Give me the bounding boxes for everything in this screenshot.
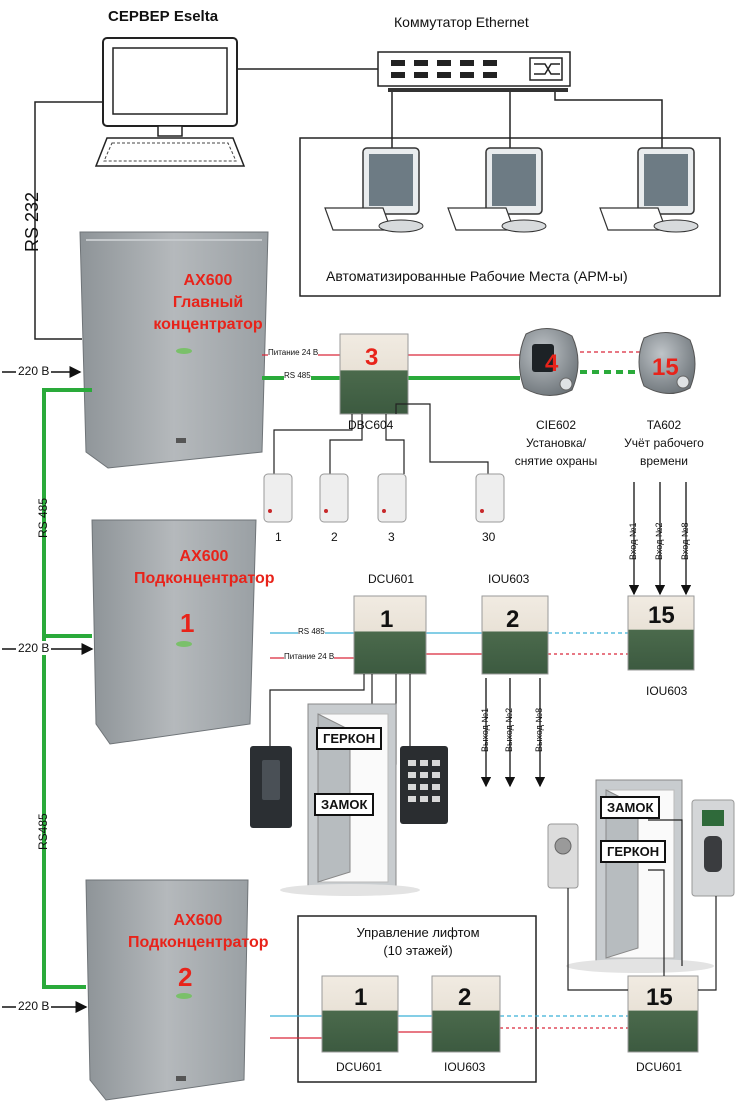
gerkon-tag-2: ГЕРКОН xyxy=(600,840,667,863)
iou15-number: 15 xyxy=(648,602,675,629)
lift-dcu601-board xyxy=(321,975,399,1053)
dcu2-number: 1 xyxy=(354,984,368,1011)
keypad-reader xyxy=(400,746,448,824)
main-hub-model: AX600 xyxy=(183,272,233,289)
cie-line2: Установка/ xyxy=(525,436,587,450)
output-label-1: Выход №1 xyxy=(480,707,490,752)
iou2-model: IOU603 xyxy=(444,1060,486,1074)
server-title: СЕРВЕР Eselta xyxy=(108,8,219,25)
dcu601-board-1 xyxy=(353,595,427,675)
proximity-reader xyxy=(250,746,292,828)
detector-label-1: 1 xyxy=(275,530,282,544)
ta-line2: Учёт рабочего xyxy=(624,436,704,450)
exit-button xyxy=(547,823,579,889)
sub2-label: AX600 Подконцентратор xyxy=(128,910,269,954)
ethernet-switch xyxy=(377,51,571,92)
main-hub-cabinet xyxy=(79,231,269,469)
iou15-model: IOU603 xyxy=(646,684,688,698)
sub1-number: 1 xyxy=(180,608,195,638)
switch-title: Коммутатор Ethernet xyxy=(394,14,529,30)
sub2-line2: Подконцентратор xyxy=(128,934,269,951)
dcu601-board-15 xyxy=(627,975,699,1053)
workstations-label: Автоматизированные Рабочие Места (АРМ-ы) xyxy=(326,268,628,284)
lift-line1: Управление лифтом xyxy=(356,925,480,940)
iou603-board-2 xyxy=(481,595,549,675)
lift-line2: (10 этажей) xyxy=(383,943,453,958)
ta-line3: времени xyxy=(640,454,688,468)
dbc-bus-label: RS 485 xyxy=(284,371,311,380)
input-label-1: Вход №1 xyxy=(628,522,638,560)
main-hub-line2: Главный xyxy=(172,294,244,311)
dbc-number: 3 xyxy=(365,344,379,371)
iou603-board-15 xyxy=(627,595,695,671)
ta-label: TA602 Учёт рабочего времени xyxy=(612,416,716,470)
power-220-label-2: 220 В xyxy=(16,641,52,655)
sub2-cabinet xyxy=(85,879,249,1101)
cie-number: 4 xyxy=(545,350,559,377)
dcu1-power-label: Питание 24 В xyxy=(284,652,335,661)
sub1-line2: Подконцентратор xyxy=(134,570,275,587)
sub1-model: AX600 xyxy=(179,548,229,565)
main-hub-line3: концентратор xyxy=(153,316,263,333)
cie-model: CIE602 xyxy=(535,418,577,432)
dbc604-board xyxy=(339,333,409,415)
iou1-number: 2 xyxy=(506,606,520,633)
ta-model: TA602 xyxy=(646,418,682,432)
server-monitor xyxy=(94,37,246,167)
iou1-model: IOU603 xyxy=(488,572,530,586)
rs485-label-lower: RS485 xyxy=(36,813,50,850)
power-220-label-1: 220 В xyxy=(16,364,52,378)
gerkon-tag-1: ГЕРКОН xyxy=(316,727,383,750)
detector-label-2: 2 xyxy=(331,530,338,544)
sub2-number: 2 xyxy=(178,962,193,992)
ta-number: 15 xyxy=(652,354,679,381)
rs485-label-upper: RS 485 xyxy=(36,497,50,538)
cie-label: CIE602 Установка/ снятие охраны xyxy=(504,416,608,470)
lift-iou603-board xyxy=(431,975,501,1053)
zamok-tag-2: ЗАМОК xyxy=(600,796,661,819)
sub1-cabinet xyxy=(91,519,257,745)
dcu1-model: DCU601 xyxy=(368,572,415,586)
motion-detectors xyxy=(263,473,505,523)
detector-label-3: 3 xyxy=(388,530,395,544)
fingerprint-reader xyxy=(691,799,735,897)
cie602-reader xyxy=(519,328,579,396)
rs232-label: RS 232 xyxy=(22,191,42,252)
input-label-2: Вход №2 xyxy=(654,522,664,560)
output-label-8: Выход №8 xyxy=(534,707,544,752)
dcu2-model: DCU601 xyxy=(336,1060,383,1074)
power-220-label-3: 220 В xyxy=(16,999,52,1013)
sub1-label: AX600 Подконцентратор xyxy=(134,546,275,590)
main-hub-label: AX600 Главный концентратор xyxy=(138,270,278,336)
workstation-pcs xyxy=(324,147,699,233)
iou2-number: 2 xyxy=(458,984,472,1011)
input-label-8: Вход №8 xyxy=(680,522,690,560)
ta602-reader xyxy=(638,332,696,394)
dcu15-model: DCU601 xyxy=(636,1060,683,1074)
dcu1-bus-label: RS 485 xyxy=(298,627,325,636)
dcu1-number: 1 xyxy=(380,606,394,633)
output-label-2: Выход №2 xyxy=(504,707,514,752)
dbc-power-label: Питание 24 В xyxy=(268,348,319,357)
sub2-model: AX600 xyxy=(173,912,223,929)
lift-label: Управление лифтом (10 этажей) xyxy=(318,924,518,960)
dcu15-number: 15 xyxy=(646,984,673,1011)
zamok-tag-1: ЗАМОК xyxy=(314,793,375,816)
cie-line3: снятие охраны xyxy=(514,454,598,468)
dbc-model: DBC604 xyxy=(348,418,394,432)
detector-label-30: 30 xyxy=(482,530,496,544)
